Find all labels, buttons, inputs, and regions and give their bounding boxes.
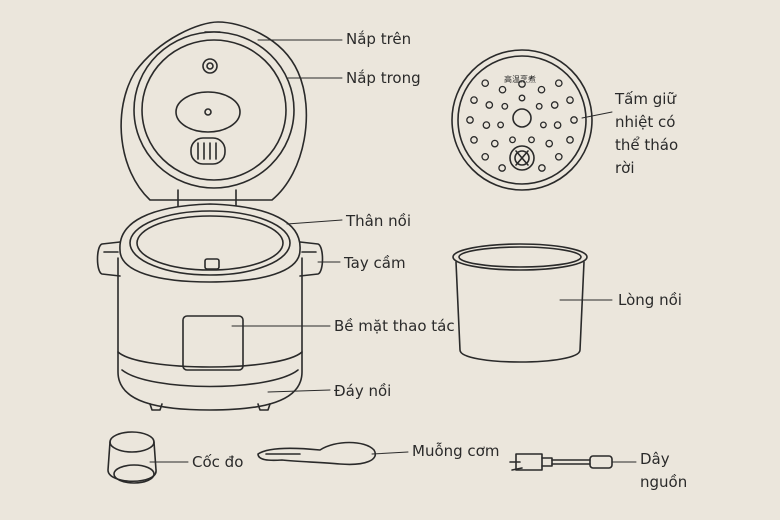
label-rice-spoon: Muỗng cơm <box>412 442 500 460</box>
plate-hole <box>481 79 490 88</box>
rice-spoon <box>257 441 377 466</box>
label-power-cord: Dây nguồn <box>640 450 688 491</box>
plate-hole <box>570 116 578 124</box>
measuring-cup <box>107 431 157 484</box>
plate-hole <box>509 136 516 144</box>
label-handle: Tay cầm <box>344 254 406 272</box>
label-lid-inner: Nắp trong <box>346 69 421 87</box>
handle-left <box>96 241 121 277</box>
label-inner-pot: Lòng nồi <box>618 291 682 309</box>
heat-retention-plate <box>451 49 593 191</box>
plate-hole <box>497 121 505 129</box>
plate-hole <box>553 121 562 129</box>
label-lid-top: Nắp trên <box>346 30 412 48</box>
plate-hole <box>566 96 574 104</box>
plate-hole <box>538 164 546 172</box>
control-panel <box>182 315 244 371</box>
plate-hole <box>482 121 491 129</box>
plate-hole <box>466 116 474 124</box>
power-cord <box>509 453 613 471</box>
plate-hole <box>498 164 506 172</box>
plate-hole <box>550 101 559 109</box>
plate-hole <box>537 85 546 94</box>
leader-lines <box>149 39 637 463</box>
plate-hole <box>554 152 563 161</box>
inner-pot <box>452 243 588 363</box>
label-body: Thân nồi <box>346 212 411 230</box>
plate-hole <box>501 102 509 110</box>
plate-hole <box>535 102 543 110</box>
handle-right <box>299 241 324 277</box>
plate-hole <box>470 96 478 104</box>
plate-hole <box>518 80 526 88</box>
plate-hole <box>518 94 526 102</box>
plate-hole <box>554 79 563 88</box>
label-control-panel: Bề mặt thao tác <box>334 317 455 335</box>
label-measuring-cup: Cốc đo <box>192 453 244 471</box>
plate-hole <box>545 139 554 148</box>
plate-hole <box>566 136 574 144</box>
label-base: Đáy nồi <box>334 382 392 400</box>
plate-hole <box>470 136 478 144</box>
plate-hole <box>498 85 507 94</box>
plate-hole <box>485 101 494 109</box>
label-heat-plate: Tấm giữ nhiệt có thể tháo rời <box>615 90 679 177</box>
plate-hole <box>528 136 535 144</box>
plate-hole <box>539 121 547 129</box>
plate-hole <box>490 139 499 148</box>
plate-hole <box>481 152 490 161</box>
plate-holes <box>466 79 578 172</box>
plate-stamp: 高温烹煮 <box>504 74 536 84</box>
lid-inner <box>133 31 295 189</box>
cooker-body <box>117 203 303 411</box>
